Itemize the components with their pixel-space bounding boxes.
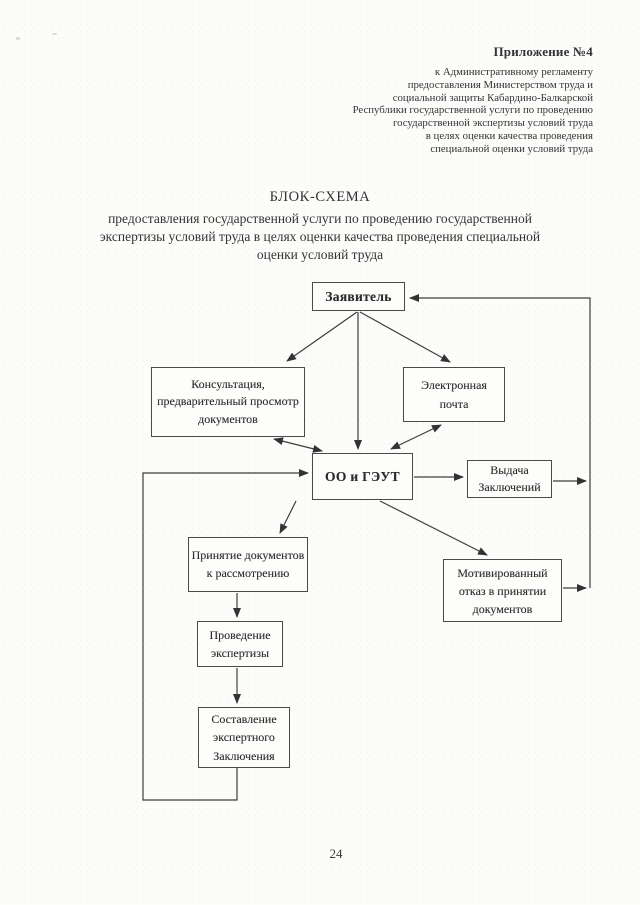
arrow-return-line-to-zayavitel <box>409 294 591 588</box>
appendix-header: Приложение №4 к Административному реглам… <box>353 44 593 156</box>
appendix-line: в целях оценки качества проведения <box>425 129 593 142</box>
scan-artifact-speck <box>52 33 57 35</box>
page-number: 24 <box>329 846 343 861</box>
arrow-konsultaciya-oo-geut-bidirectional <box>273 437 323 453</box>
title-line: экспертизы условий труда в целях оценки … <box>99 229 541 244</box>
arrow-zayavitel-to-konsultaciya <box>286 311 358 362</box>
arrow-oo-geut-to-prinyatie <box>279 500 297 534</box>
scan-artifact-speck <box>16 37 20 40</box>
appendix-line: социальной защиты Кабардино-Балкарской <box>392 91 593 104</box>
flow-node-applicant: Заявитель <box>312 282 405 311</box>
appendix-line: государственной экспертизы условий труда <box>392 117 593 130</box>
flow-node-accept-documents: Принятие документов к рассмотрению <box>188 537 308 592</box>
flow-node-draw-up-conclusion: Составление экспертного Заключения <box>198 707 290 768</box>
flow-node-consultation: Консультация, предварительный просмотр д… <box>151 367 305 437</box>
arrow-email-oo-geut-bidirectional <box>390 424 442 450</box>
flow-node-conduct-expertise: Проведение экспертизы <box>197 621 283 667</box>
appendix-line: предоставления Министерством труда и <box>407 78 593 91</box>
appendix-line: специальной оценки условий труда <box>430 142 593 155</box>
appendix-number-label: Приложение №4 <box>493 44 593 59</box>
flow-node-issue-conclusions: Выдача Заключений <box>467 460 552 498</box>
title-line: предоставления государственной услуги по… <box>108 211 532 226</box>
flow-node-oo-geut: ОО и ГЭУТ <box>312 453 413 500</box>
arrow-zayavitel-to-email <box>359 311 451 363</box>
flow-node-email: Электронная почта <box>403 367 505 422</box>
flow-node-motivated-refusal: Мотивированный отказ в принятии документ… <box>443 559 562 622</box>
appendix-line: к Административному регламенту <box>434 66 593 78</box>
document-title: БЛОК-СХЕМА предоставления государственно… <box>8 189 632 264</box>
title-heading: БЛОК-СХЕМА <box>269 189 371 205</box>
arrow-oo-geut-to-otkaz <box>379 500 488 556</box>
appendix-line: Республики государственной услуги по про… <box>352 104 593 117</box>
title-line: оценки условий труда <box>256 247 384 262</box>
